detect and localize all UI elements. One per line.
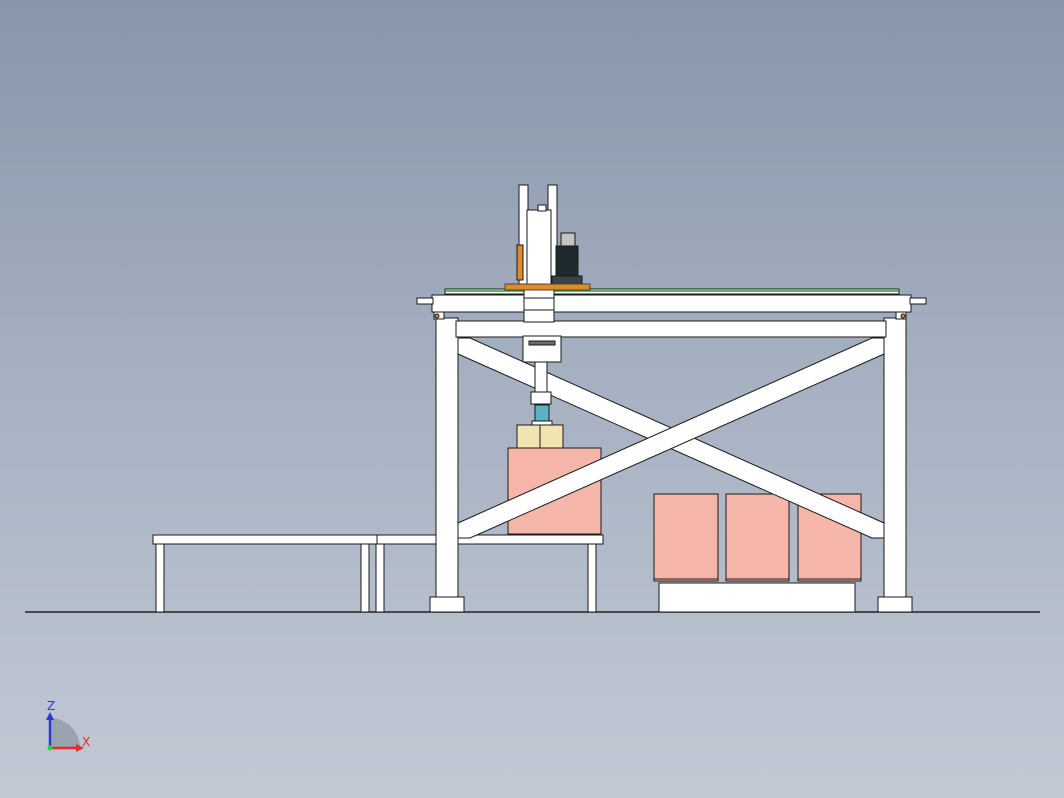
pallet-base [658, 582, 856, 613]
z-axis-label: Z [47, 699, 55, 713]
left-table [152, 534, 379, 613]
gantry-right-column [877, 317, 913, 613]
servo-motor [504, 232, 591, 291]
origin-dot [47, 745, 53, 751]
coordinate-triad: Z X [46, 699, 90, 752]
gantry-top-beam [416, 288, 927, 320]
x-axis-label: X [82, 735, 90, 749]
gantry-left-column [429, 317, 465, 613]
triad-sector [50, 718, 80, 748]
cross-bracing [457, 337, 885, 539]
gripped-block [516, 424, 564, 449]
middle-table [375, 534, 604, 613]
gantry-lower-beam [455, 320, 887, 338]
